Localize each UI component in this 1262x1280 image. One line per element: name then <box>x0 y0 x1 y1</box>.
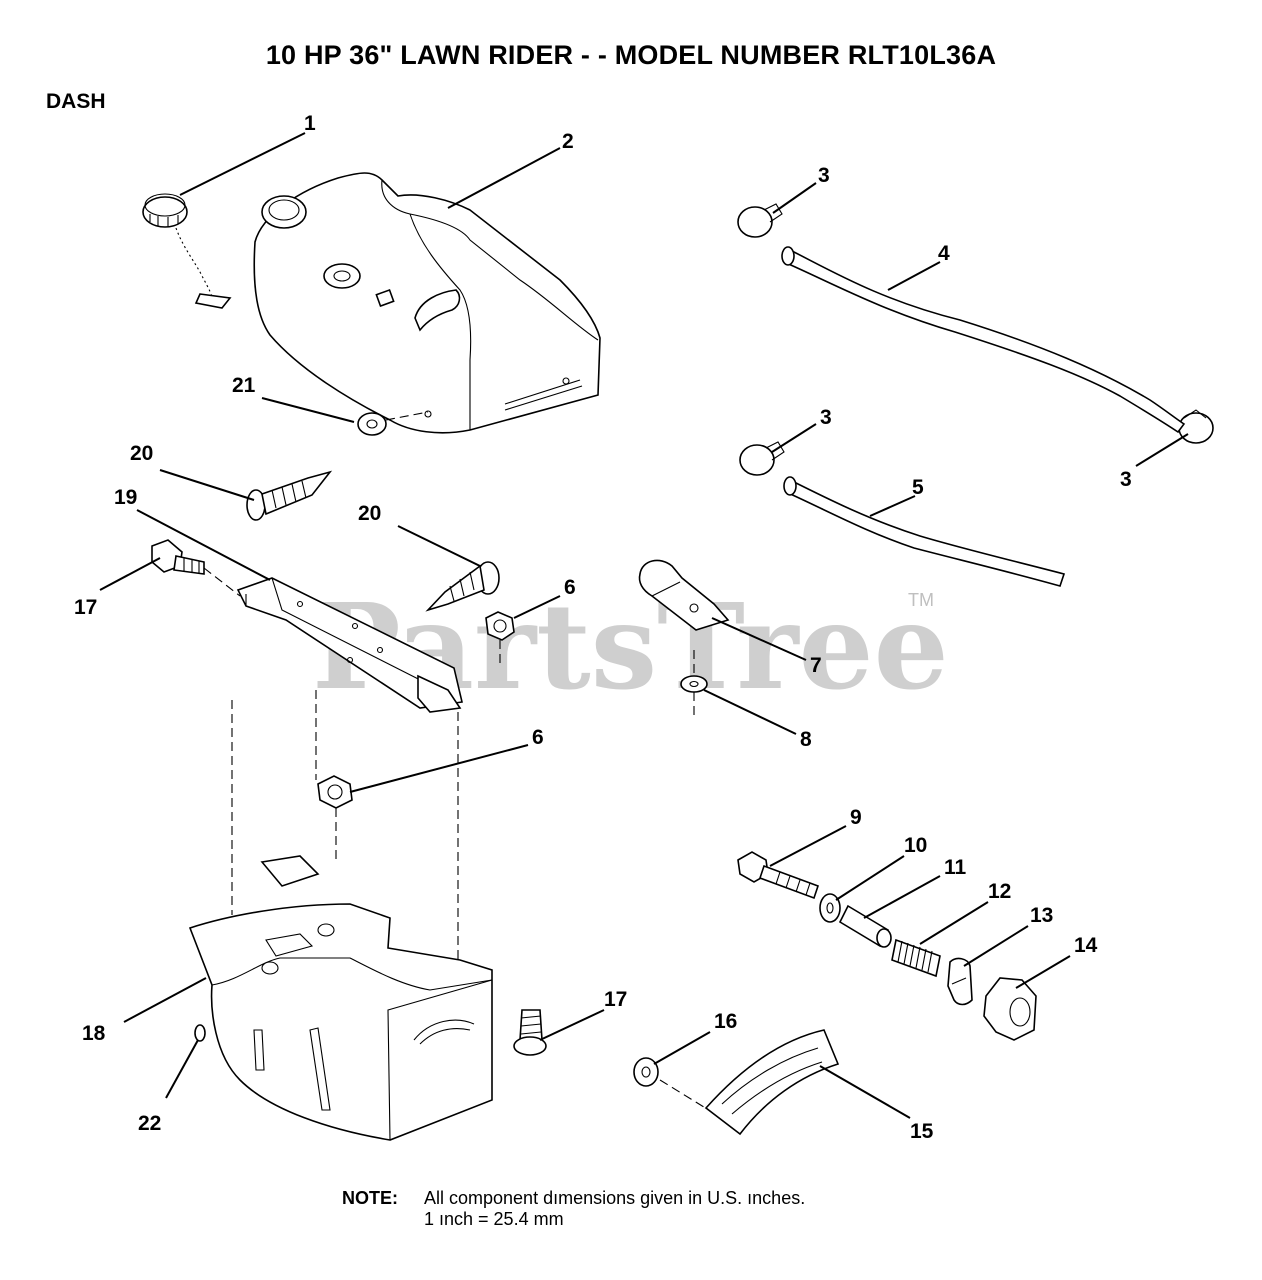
part-clip-13[interactable] <box>947 957 973 1006</box>
part-line-clip-7[interactable] <box>638 559 730 631</box>
callout-3-middle[interactable]: 3 <box>820 406 832 429</box>
part-washer-16[interactable] <box>633 1057 659 1087</box>
part-decal-15[interactable] <box>704 1029 840 1136</box>
callout-3-top[interactable]: 3 <box>818 164 830 187</box>
part-screw-20-upper[interactable] <box>246 470 333 521</box>
callout-2[interactable]: 2 <box>562 130 574 153</box>
part-cam-14[interactable] <box>983 977 1037 1041</box>
part-fuel-line-4[interactable] <box>781 246 1186 434</box>
part-spring-12[interactable] <box>891 938 941 978</box>
callout-11[interactable]: 11 <box>944 856 967 879</box>
note-label: NOTE: <box>342 1188 398 1208</box>
callout-3-right[interactable]: 3 <box>1120 468 1132 491</box>
note-line-2: 1 ınch = 25.4 mm <box>424 1209 564 1229</box>
part-fuel-line-5[interactable] <box>783 476 1066 587</box>
part-bolt-9[interactable] <box>737 851 820 900</box>
leader-lines <box>99 132 1189 1119</box>
dimension-note: NOTE: All component dımensions given in U… <box>342 1188 805 1230</box>
part-nut-6-upper[interactable] <box>485 611 515 641</box>
note-line-1: All component dımensions given in U.S. ı… <box>424 1188 806 1208</box>
part-bolt-17-upper[interactable] <box>151 539 205 575</box>
page-title: 10 HP 36" LAWN RIDER - - MODEL NUMBER RL… <box>265 40 997 70</box>
part-screw-20-lower[interactable] <box>425 561 500 612</box>
part-washer-10[interactable] <box>819 893 841 923</box>
callout-22[interactable]: 22 <box>138 1112 161 1135</box>
callout-8[interactable]: 8 <box>800 728 812 751</box>
callout-5[interactable]: 5 <box>912 476 924 499</box>
part-clamp-3-middle[interactable] <box>739 441 785 476</box>
callout-17-lower[interactable]: 17 <box>604 988 627 1011</box>
callout-14[interactable]: 14 <box>1074 934 1098 957</box>
callout-15[interactable]: 15 <box>910 1120 934 1143</box>
callout-numbers: 1 2 3 4 3 3 5 6 6 7 8 9 10 11 12 13 14 1… <box>74 112 1132 1143</box>
callout-6-lower[interactable]: 6 <box>532 726 544 749</box>
part-washer-21[interactable] <box>357 411 429 436</box>
part-plug-22[interactable] <box>194 1024 206 1042</box>
part-clamp-3-top[interactable] <box>737 203 783 238</box>
part-nut-6-lower[interactable] <box>317 775 353 809</box>
callout-20-upper[interactable]: 20 <box>130 442 153 465</box>
watermark-trademark: TM <box>908 590 934 610</box>
part-washer-8[interactable] <box>680 675 708 693</box>
part-dash-housing[interactable] <box>253 172 601 434</box>
callout-13[interactable]: 13 <box>1030 904 1053 927</box>
callout-16[interactable]: 16 <box>714 1010 737 1033</box>
part-clamp-3-right[interactable] <box>1178 409 1214 444</box>
callout-10[interactable]: 10 <box>904 834 927 857</box>
section-label: DASH <box>46 90 106 113</box>
part-bolt-17-lower[interactable] <box>513 1009 547 1056</box>
callout-19[interactable]: 19 <box>114 486 137 509</box>
part-fuel-cap[interactable] <box>142 193 232 309</box>
part-lower-dash-panel[interactable] <box>188 855 493 1141</box>
callout-17-upper[interactable]: 17 <box>74 596 97 619</box>
callout-1[interactable]: 1 <box>304 112 316 135</box>
callout-7[interactable]: 7 <box>810 654 822 677</box>
callout-21[interactable]: 21 <box>232 374 256 397</box>
callout-4[interactable]: 4 <box>938 242 950 265</box>
part-spacer-11[interactable] <box>838 904 892 948</box>
callout-12[interactable]: 12 <box>988 880 1011 903</box>
part-bracket-19[interactable] <box>236 577 463 713</box>
callout-6-upper[interactable]: 6 <box>564 576 576 599</box>
callout-9[interactable]: 9 <box>850 806 862 829</box>
callout-18[interactable]: 18 <box>82 1022 106 1045</box>
callout-20-lower[interactable]: 20 <box>358 502 381 525</box>
